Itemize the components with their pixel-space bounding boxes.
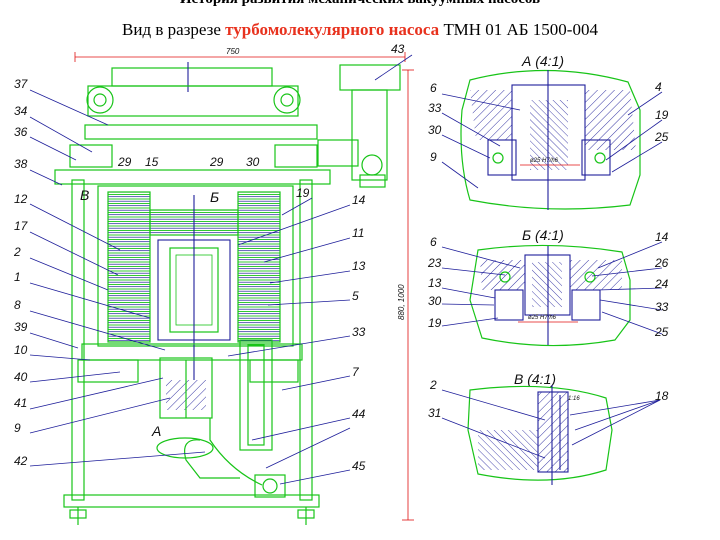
- page-title: История развития механических вакуумных …: [0, 0, 720, 8]
- page-subtitle: Вид в разрезе турбомолекулярного насоса …: [0, 20, 720, 40]
- label-17: 17: [14, 219, 29, 233]
- label-9: 9: [14, 421, 21, 435]
- label-40: 40: [14, 370, 28, 384]
- detail-b-label-14: 14: [655, 230, 669, 244]
- subtitle-highlight: турбомолекулярного насоса: [225, 20, 440, 39]
- subtitle-suffix: ТМН 01 АБ 1500-004: [439, 20, 598, 39]
- detail-b-label-26: 26: [654, 256, 669, 270]
- label-11: 11: [352, 226, 364, 240]
- label-19: 19: [296, 186, 310, 200]
- label-v: В: [80, 187, 89, 203]
- dim-right-label: 880, 1000: [397, 284, 406, 320]
- label-37: 37: [14, 77, 29, 91]
- detail-a-label-25: 25: [654, 130, 669, 144]
- label-13: 13: [352, 259, 366, 273]
- label-14: 14: [352, 193, 366, 207]
- label-36: 36: [14, 125, 28, 139]
- label-42: 42: [14, 454, 28, 468]
- detail-a-label-33: 33: [428, 101, 442, 115]
- label-39: 39: [14, 320, 28, 334]
- label-7: 7: [352, 365, 360, 379]
- detail-a-label-6: 6: [430, 81, 437, 95]
- detail-a: А (4:1) ø25 H7/h6 6 33 30 9 4 19 25: [428, 53, 669, 210]
- detail-a-label-9: 9: [430, 150, 437, 164]
- detail-a-label-19: 19: [655, 108, 669, 122]
- label-10: 10: [14, 343, 28, 357]
- detail-b: Б (4:1) ø25 H7/h6 6 23 13 30 19 14: [427, 227, 669, 347]
- label-33: 33: [352, 325, 366, 339]
- detail-b-label-24: 24: [654, 277, 669, 291]
- detail-v: В (4:1) 1:16 2 31 18: [428, 371, 669, 485]
- label-8: 8: [14, 298, 21, 312]
- detail-v-label-18: 18: [655, 389, 669, 403]
- label-44: 44: [352, 407, 366, 421]
- detail-b-dim: ø25 H7/h6: [528, 315, 557, 321]
- label-30: 30: [246, 155, 260, 169]
- detail-a-label-4: 4: [655, 80, 662, 94]
- detail-v-dim: 1:16: [568, 396, 580, 402]
- detail-v-label-31: 31: [428, 406, 441, 420]
- label-2: 2: [13, 245, 21, 259]
- label-15: 15: [145, 155, 159, 169]
- detail-b-label-33: 33: [655, 300, 669, 314]
- dim-top-label: 750: [226, 47, 240, 56]
- detail-a-title: А (4:1): [521, 53, 564, 69]
- detail-b-label-19: 19: [428, 316, 442, 330]
- label-29b: 29: [209, 155, 224, 169]
- label-a: А: [151, 423, 161, 439]
- label-1: 1: [14, 270, 21, 284]
- label-45: 45: [352, 459, 366, 473]
- label-29a: 29: [117, 155, 132, 169]
- label-43: 43: [391, 42, 405, 56]
- detail-b-label-30: 30: [428, 294, 442, 308]
- label-5: 5: [352, 289, 359, 303]
- detail-b-label-23: 23: [427, 256, 442, 270]
- label-41: 41: [14, 396, 27, 410]
- label-b: Б: [210, 189, 219, 205]
- subtitle-prefix: Вид в разрезе: [122, 20, 226, 39]
- detail-v-title: В (4:1): [514, 371, 556, 387]
- label-12: 12: [14, 192, 28, 206]
- label-34: 34: [14, 104, 28, 118]
- label-38: 38: [14, 157, 28, 171]
- detail-a-dim: ø25 H7/h6: [530, 158, 559, 164]
- detail-b-label-25: 25: [654, 325, 669, 339]
- detail-b-title: Б (4:1): [522, 227, 564, 243]
- detail-b-label-6: 6: [430, 235, 437, 249]
- detail-b-label-13: 13: [428, 276, 442, 290]
- main-view: 750 880, 1000: [13, 42, 414, 525]
- detail-a-label-30: 30: [428, 123, 442, 137]
- detail-v-label-2: 2: [429, 378, 437, 392]
